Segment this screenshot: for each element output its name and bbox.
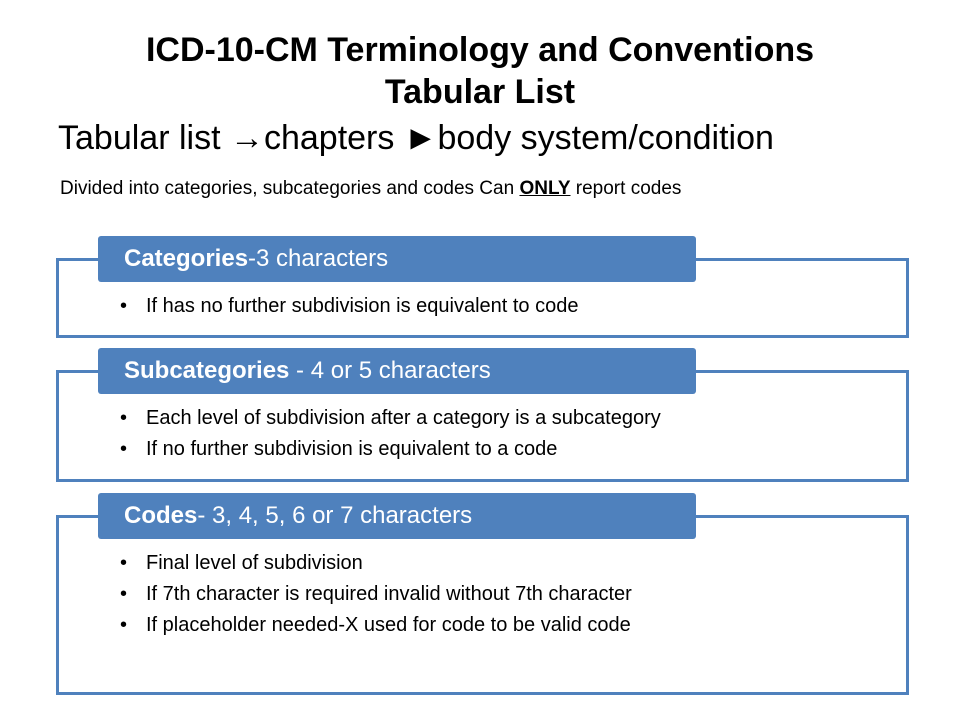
list-item: Final level of subdivision — [120, 548, 632, 579]
heading-part-tabular-list: Tabular list — [58, 119, 221, 157]
subheading-text-before: Divided into categories, subcategories a… — [60, 178, 520, 199]
subcategories-label: Subcategories - 4 or 5 characters — [98, 348, 696, 394]
subcategories-label-rest: - 4 or 5 characters — [289, 357, 491, 384]
tabular-list-heading: Tabular list →chapters ►body system/cond… — [58, 116, 774, 160]
heading-part-body-system: body system/condition — [437, 119, 774, 157]
list-item: If 7th character is required invalid wit… — [120, 579, 632, 610]
arrow-right-icon: → — [229, 119, 264, 157]
list-item: If no further subdivision is equivalent … — [120, 434, 661, 465]
list-item: If placeholder needed-X used for code to… — [120, 610, 632, 641]
slide-title-line-1: ICD-10-CM Terminology and Conventions — [145, 31, 815, 69]
codes-label: Codes- 3, 4, 5, 6 or 7 characters — [98, 493, 696, 539]
categories-label: Categories-3 characters — [98, 236, 696, 282]
codes-bullet-list: Final level of subdivision If 7th charac… — [120, 548, 632, 641]
subheading-emphasis-only: ONLY — [519, 178, 571, 199]
categories-label-bold: Categories — [124, 245, 249, 272]
codes-label-bold: Codes — [124, 502, 198, 529]
divided-into-subheading: Divided into categories, subcategories a… — [60, 176, 681, 202]
list-item: Each level of subdivision after a catego… — [120, 403, 661, 434]
subheading-text-after: report codes — [570, 178, 682, 199]
categories-bullet-list: If has no further subdivision is equival… — [120, 291, 578, 322]
subcategories-label-bold: Subcategories — [124, 357, 290, 384]
slide-title-line-2: Tabular List — [384, 73, 576, 111]
codes-label-rest: - 3, 4, 5, 6 or 7 characters — [197, 502, 473, 529]
triangle-pointer-icon: ► — [403, 119, 438, 157]
heading-part-chapters: chapters — [263, 119, 395, 157]
subcategories-bullet-list: Each level of subdivision after a catego… — [120, 403, 661, 465]
categories-label-rest: -3 characters — [248, 245, 389, 272]
list-item: If has no further subdivision is equival… — [120, 291, 578, 322]
